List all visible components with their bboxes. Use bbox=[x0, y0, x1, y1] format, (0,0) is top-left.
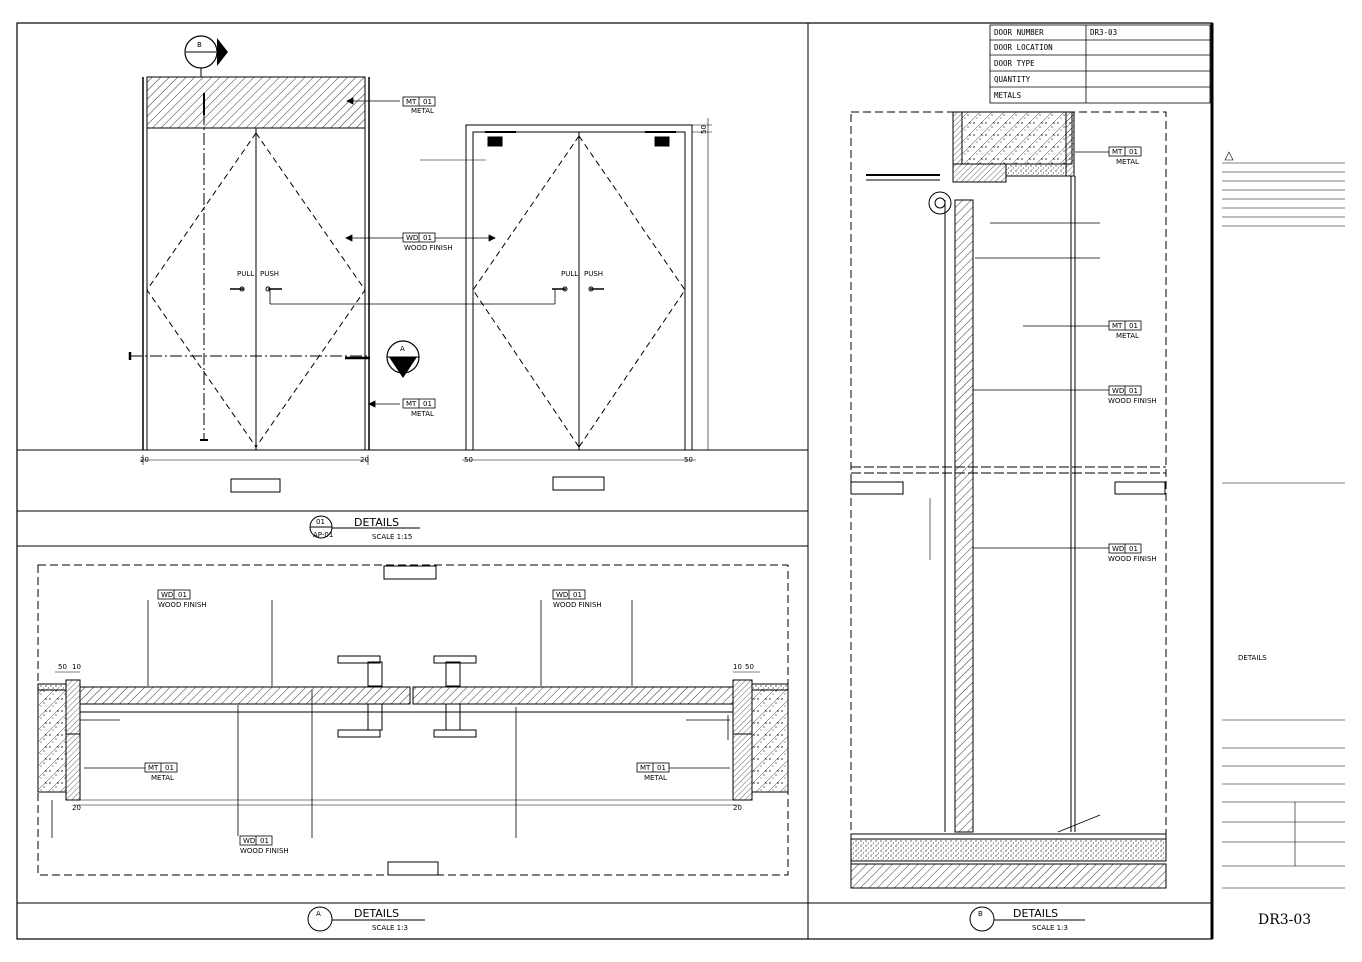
schedule-label-3: QUANTITY bbox=[994, 75, 1031, 84]
plan-dim-50: 50 bbox=[58, 663, 67, 671]
plan-tag-num-4: 01 bbox=[657, 764, 666, 772]
schedule-label-0: DOOR NUMBER bbox=[994, 28, 1044, 37]
plan-detail bbox=[37, 564, 789, 876]
section-b-label: B bbox=[197, 41, 202, 49]
tag-num-1: 01 bbox=[423, 98, 432, 106]
tag-num-3: 01 bbox=[423, 234, 432, 242]
sec-tag-wd-1: WD bbox=[1112, 387, 1124, 395]
plan-tag-mt-2: MT bbox=[640, 764, 651, 772]
plan-tag-num-1: 01 bbox=[178, 591, 187, 599]
section-detail bbox=[850, 111, 1167, 889]
tag-wood-1: WOOD FINISH bbox=[404, 244, 453, 252]
section-a-marker: A bbox=[386, 340, 420, 378]
tag-mt-1: MT bbox=[406, 98, 417, 106]
sec-tag-num-4: 01 bbox=[1129, 545, 1138, 553]
sec-tag-mt-1: MT bbox=[1112, 148, 1123, 156]
tag-num-2: 01 bbox=[423, 400, 432, 408]
plan-dim-10r: 10 bbox=[733, 663, 742, 671]
schedule-label-2: DOOR TYPE bbox=[994, 59, 1035, 68]
dim-50-right: 50 bbox=[684, 456, 693, 464]
drawing-number: DR3-03 bbox=[1258, 912, 1311, 928]
detail-num-bl: A bbox=[316, 910, 321, 918]
plan-dim-20l: 20 bbox=[72, 804, 81, 812]
plan-dim-50r: 50 bbox=[745, 663, 754, 671]
tag-metal-2: METAL bbox=[411, 410, 434, 418]
plan-tag-wd-1: WD bbox=[161, 591, 173, 599]
elevation-right bbox=[420, 118, 712, 491]
plan-tags bbox=[51, 589, 730, 846]
plan-tag-num-5: 01 bbox=[260, 837, 269, 845]
sec-tag-metal-1: METAL bbox=[1116, 158, 1139, 166]
plan-tag-wood-3: WOOD FINISH bbox=[240, 847, 289, 855]
sheet-frame bbox=[16, 22, 1214, 940]
tag-wood-center bbox=[269, 232, 556, 305]
schedule-label-4: METALS bbox=[994, 91, 1022, 100]
tag-wd-1: WD bbox=[406, 234, 418, 242]
sec-tag-wd-2: WD bbox=[1112, 545, 1124, 553]
sec-tag-wood-1: WOOD FINISH bbox=[1108, 397, 1157, 405]
dim-50-top: 50 bbox=[700, 125, 708, 134]
plan-tag-wood-2: WOOD FINISH bbox=[553, 601, 602, 609]
section-b-marker: B bbox=[184, 35, 228, 77]
handle-pull-right: PULL bbox=[561, 270, 578, 278]
tag-mt-2: MT bbox=[406, 400, 417, 408]
detail-title-br bbox=[969, 906, 1085, 932]
sec-tag-num-2: 01 bbox=[1129, 322, 1138, 330]
handle-push-right: PUSH bbox=[584, 270, 603, 278]
plan-tag-num-2: 01 bbox=[573, 591, 582, 599]
plan-dim-20r: 20 bbox=[733, 804, 742, 812]
detail-num-top: 01 bbox=[316, 518, 325, 526]
dim-right-20: 20 bbox=[360, 456, 369, 464]
sec-tag-mt-2: MT bbox=[1112, 322, 1123, 330]
plan-tag-metal-1: METAL bbox=[151, 774, 174, 782]
plan-tag-mt-1: MT bbox=[148, 764, 159, 772]
detail-ref-top: AP-01 bbox=[313, 531, 333, 539]
door-schedule bbox=[989, 24, 1211, 104]
detail-scale-bl: SCALE 1:3 bbox=[372, 924, 408, 932]
plan-tag-wood-1: WOOD FINISH bbox=[158, 601, 207, 609]
sec-tag-num-3: 01 bbox=[1129, 387, 1138, 395]
tag-metal-bottom bbox=[368, 398, 436, 409]
tag-metal-1: METAL bbox=[411, 107, 434, 115]
sec-tag-num-1: 01 bbox=[1129, 148, 1138, 156]
detail-title-bl bbox=[307, 906, 425, 932]
plan-dim-10: 10 bbox=[72, 663, 81, 671]
handle-pull-left: PULL bbox=[237, 270, 254, 278]
dim-left-20: 20 bbox=[140, 456, 149, 464]
detail-scale-br: SCALE 1:3 bbox=[1032, 924, 1068, 932]
detail-title-bl-text: DETAILS bbox=[354, 907, 399, 920]
dim-50-left: 50 bbox=[464, 456, 473, 464]
title-block bbox=[1222, 151, 1345, 889]
tag-metal-top bbox=[346, 96, 436, 107]
section-tags bbox=[973, 146, 1142, 833]
detail-title-top-text: DETAILS bbox=[354, 516, 399, 529]
handle-push-left: PUSH bbox=[260, 270, 279, 278]
section-a-label: A bbox=[400, 345, 405, 353]
plan-tag-num-3: 01 bbox=[165, 764, 174, 772]
detail-scale-top: SCALE 1:15 bbox=[372, 533, 412, 541]
plan-tag-wd-2: WD bbox=[556, 591, 568, 599]
elevation-left bbox=[128, 76, 370, 493]
sec-tag-metal-2: METAL bbox=[1116, 332, 1139, 340]
schedule-label-1: DOOR LOCATION bbox=[994, 43, 1053, 52]
detail-num-br: B bbox=[978, 910, 983, 918]
plan-tag-wd-3: WD bbox=[243, 837, 255, 845]
schedule-value-0: DR3-03 bbox=[1090, 28, 1117, 37]
detail-title-br-text: DETAILS bbox=[1013, 907, 1058, 920]
sec-tag-wood-2: WOOD FINISH bbox=[1108, 555, 1157, 563]
title-block-details: DETAILS bbox=[1238, 654, 1267, 662]
plan-tag-metal-2: METAL bbox=[644, 774, 667, 782]
detail-title-top bbox=[309, 515, 420, 539]
